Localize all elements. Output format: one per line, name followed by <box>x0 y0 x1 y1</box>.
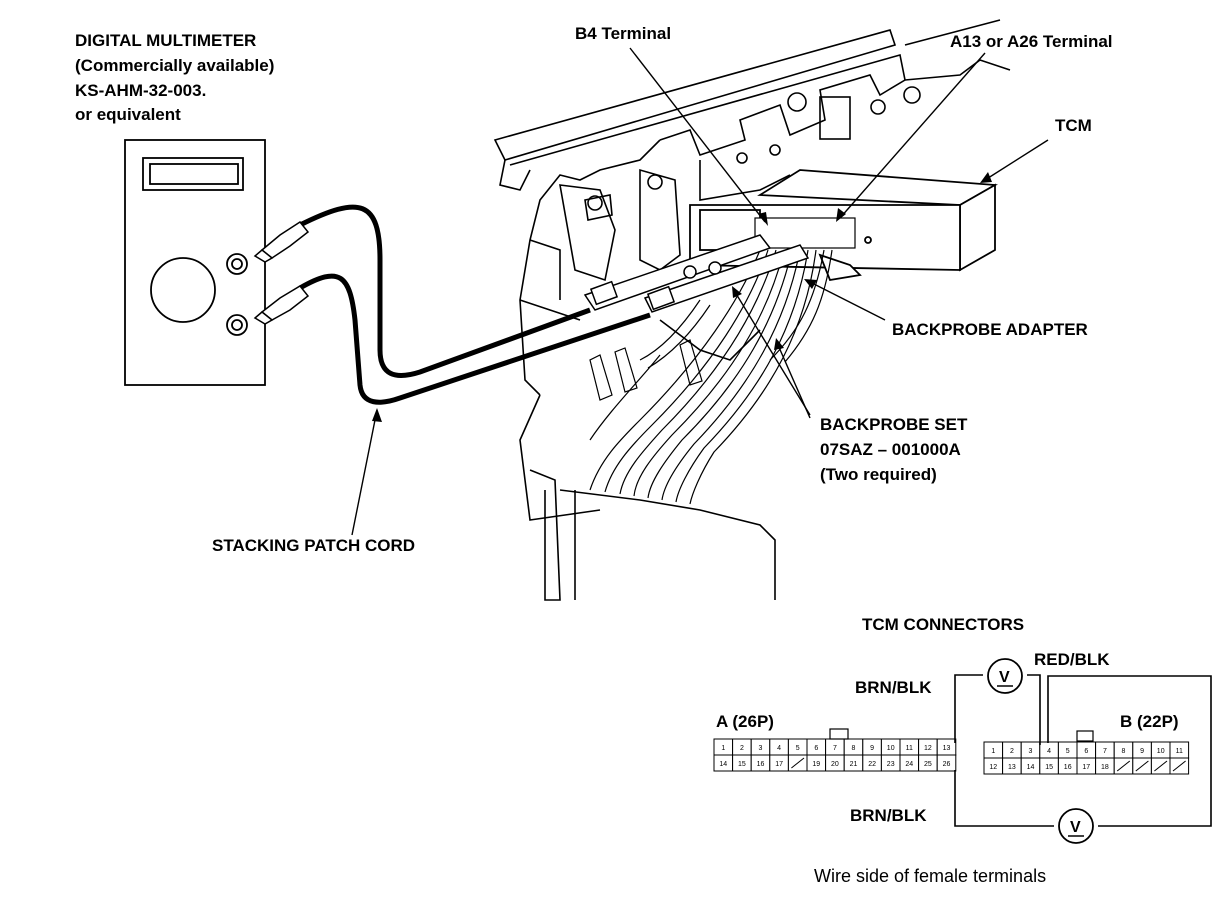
connector-b-pin-label: 9 <box>1140 748 1144 755</box>
connector-a-pin-label: 4 <box>777 745 781 752</box>
connector-b-pin-label: 5 <box>1066 748 1070 755</box>
connector-a-pin-label: 1 <box>721 745 725 752</box>
multimeter-label-3: KS-AHM-32-003. <box>75 81 207 100</box>
connector-b-blank-slash <box>1172 760 1186 772</box>
connector-b-pin-label: 3 <box>1029 748 1033 755</box>
connector-b-pin-label: 7 <box>1103 748 1107 755</box>
voltmeter-bottom-label: V <box>1070 819 1081 836</box>
connector-b-pin-label: 17 <box>1082 764 1090 771</box>
connector-a-blank-slash <box>791 757 805 769</box>
a13-a26-terminal-label: A13 or A26 Terminal <box>950 32 1113 51</box>
connector-b-blank-slash <box>1135 760 1149 772</box>
connector-a-pin-label: 11 <box>906 745 913 752</box>
connector-a-pin-label: 16 <box>757 761 765 768</box>
connector-a-pin-label: 24 <box>905 761 913 768</box>
connector-a-pin-label: 13 <box>943 745 951 752</box>
connector-a-pin-label: 22 <box>868 761 876 768</box>
voltmeter-top-icon <box>987 658 1023 694</box>
brn-blk-top-label: BRN/BLK <box>855 678 932 697</box>
connector-a-pin-label: 23 <box>887 761 895 768</box>
connector-b-pin-label: 1 <box>991 748 995 755</box>
connector-a-pin-label: 26 <box>943 761 951 768</box>
red-blk-label: RED/BLK <box>1034 650 1110 669</box>
connector-b-pin-label: 4 <box>1047 748 1051 755</box>
connector-a-pin-label: 3 <box>759 745 763 752</box>
connector-b-label: B (22P) <box>1120 712 1179 731</box>
connector-b-pin-label: 11 <box>1176 748 1183 755</box>
tcm-connectors-title: TCM CONNECTORS <box>862 615 1025 634</box>
connector-b-pin-label: 15 <box>1045 764 1053 771</box>
connector-a-pin-label: 5 <box>796 745 800 752</box>
backprobe-set-label-1: BACKPROBE SET <box>820 415 968 434</box>
b4-terminal-label: B4 Terminal <box>575 24 672 43</box>
connector-b-pin-label: 14 <box>1027 764 1035 771</box>
connector-a-pin-label: 10 <box>887 745 895 752</box>
patch-cords <box>298 204 651 405</box>
backprobe-probes <box>583 234 810 313</box>
connector-tabs <box>829 728 1094 742</box>
connector-a-pin-label: 21 <box>850 761 858 768</box>
pointer-lines <box>351 47 1049 536</box>
connector-b-blank-slash <box>1116 760 1131 772</box>
connector-a-pin-label: 9 <box>870 745 874 752</box>
connector-b-pin-label: 8 <box>1122 748 1126 755</box>
connector-b-pin-label: 10 <box>1157 748 1165 755</box>
dashboard-outline <box>493 19 1011 601</box>
brn-blk-bottom-label: BRN/BLK <box>850 806 927 825</box>
connector-a-pin-label: 25 <box>924 761 932 768</box>
backprobe-adapter-label: BACKPROBE ADAPTER <box>892 320 1088 339</box>
connector-b-pin-label: 16 <box>1064 764 1072 771</box>
connector-b-pin-label: 12 <box>989 764 997 771</box>
connector-b-pin-label: 13 <box>1008 764 1016 771</box>
connector-a-pin-label: 17 <box>775 761 783 768</box>
tcm-label: TCM <box>1055 116 1092 135</box>
backprobe-set-label-3: (Two required) <box>820 465 937 484</box>
connector-b-pin-label: 18 <box>1101 764 1109 771</box>
voltmeter-symbols <box>987 658 1094 844</box>
connector-a-label: A (26P) <box>716 712 774 731</box>
connector-a-pin-label: 20 <box>831 761 839 768</box>
connector-a-pin-label: 19 <box>812 761 820 768</box>
wire-side-caption: Wire side of female terminals <box>814 866 1047 886</box>
connector-a-pin-label: 6 <box>814 745 818 752</box>
connector-a-pin-label: 8 <box>852 745 856 752</box>
multimeter <box>124 139 266 386</box>
connector-a-pin-label: 7 <box>833 745 837 752</box>
stacking-patch-cord-label: STACKING PATCH CORD <box>212 536 416 555</box>
connector-b-blank-slash <box>1154 760 1168 772</box>
multimeter-label-1: DIGITAL MULTIMETER <box>75 31 257 50</box>
connector-a-pin-label: 2 <box>740 745 744 752</box>
pointer-arrowheads <box>372 172 992 422</box>
connector-a-cell <box>936 754 957 772</box>
connector-a-pin-label: 12 <box>924 745 932 752</box>
connector-b-pin-label: 6 <box>1084 748 1088 755</box>
connector-b-pin-label: 2 <box>1010 748 1014 755</box>
harness <box>589 217 856 505</box>
connector-a-pin-label: 14 <box>719 761 727 768</box>
connector-a-pin-label: 15 <box>738 761 746 768</box>
voltmeter-bottom-icon <box>1058 808 1094 844</box>
measurement-wires <box>954 674 1212 827</box>
patch-cord-plugs <box>253 221 310 325</box>
multimeter-label-4: or equivalent <box>75 105 181 124</box>
backprobe-set-label-2: 07SAZ – 001000A <box>820 440 961 459</box>
multimeter-label-2: (Commercially available) <box>75 56 275 75</box>
voltmeter-top-label: V <box>999 669 1010 686</box>
